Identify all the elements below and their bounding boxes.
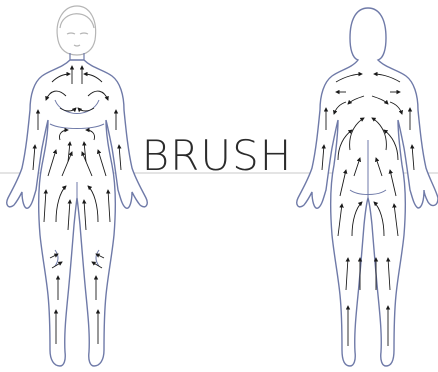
front-figure [7, 6, 147, 366]
front-head [57, 6, 96, 62]
back-figure [297, 8, 438, 366]
brush-label: BRUSH [142, 131, 293, 180]
back-body-outline [297, 8, 438, 366]
front-body-outline [7, 60, 147, 366]
